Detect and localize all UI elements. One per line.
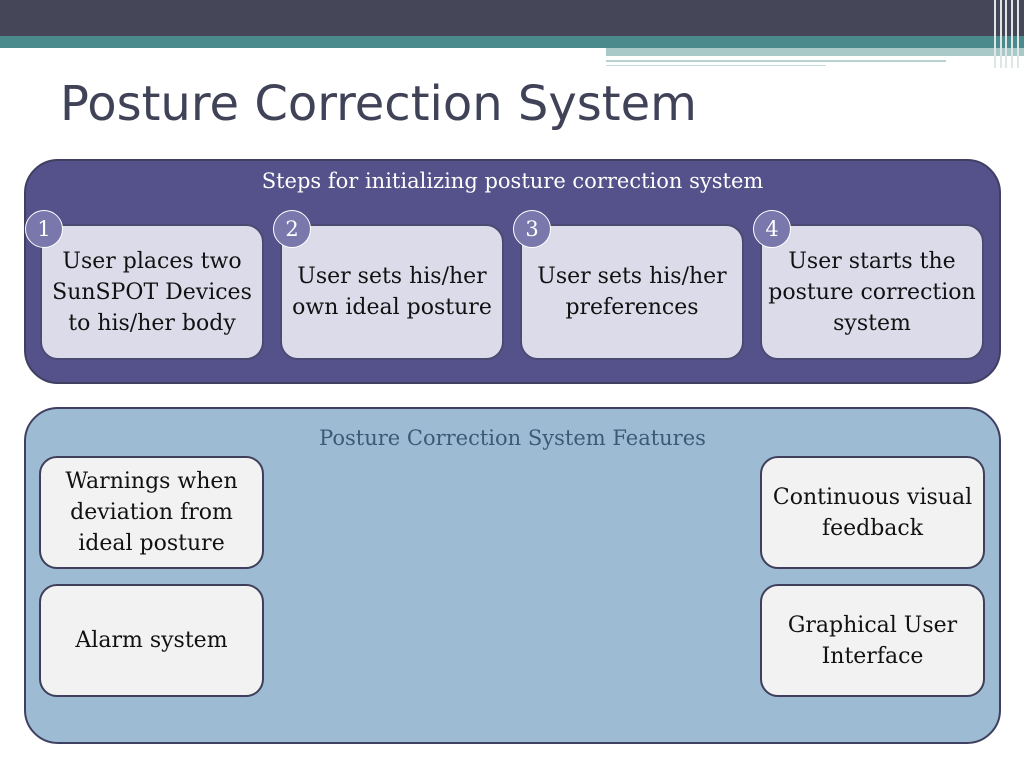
step-number-badge: 3 <box>513 210 551 248</box>
feature-box-warnings: Warnings when deviation from ideal postu… <box>39 456 264 569</box>
step-number-badge: 2 <box>273 210 311 248</box>
step-box-1: User places two SunSPOT Devices to his/h… <box>40 224 264 360</box>
header-band-teal-light <box>606 48 1024 56</box>
step-text: User sets his/her own ideal posture <box>292 264 492 320</box>
slide-title: Posture Correction System <box>60 76 697 132</box>
feature-text: Continuous visual feedback <box>772 484 973 541</box>
header-band-dark <box>0 0 1024 36</box>
step-box-4: User starts the posture correction syste… <box>760 224 984 360</box>
feature-box-alarm: Alarm system <box>39 584 264 697</box>
header-accent-line <box>606 60 946 62</box>
step-number-badge: 1 <box>25 210 63 248</box>
feature-box-gui: Graphical User Interface <box>760 584 985 697</box>
features-panel-heading: Posture Correction System Features <box>319 426 706 450</box>
feature-text: Graphical User Interface <box>787 612 958 669</box>
step-number-badge: 4 <box>753 210 791 248</box>
step-box-2: User sets his/her own ideal posture <box>280 224 504 360</box>
step-text: User starts the posture correction syste… <box>768 248 976 336</box>
feature-text: Alarm system <box>75 628 228 653</box>
header-band-teal <box>0 36 1024 48</box>
step-box-3: User sets his/her preferences <box>520 224 744 360</box>
header-accent-line <box>606 65 826 66</box>
step-text: User sets his/her preferences <box>537 264 727 320</box>
feature-box-visual-feedback: Continuous visual feedback <box>760 456 985 569</box>
step-text: User places two SunSPOT Devices to his/h… <box>52 248 252 336</box>
feature-text: Warnings when deviation from ideal postu… <box>65 469 238 556</box>
steps-panel-heading: Steps for initializing posture correctio… <box>261 169 764 193</box>
header-stripes <box>990 0 1024 68</box>
